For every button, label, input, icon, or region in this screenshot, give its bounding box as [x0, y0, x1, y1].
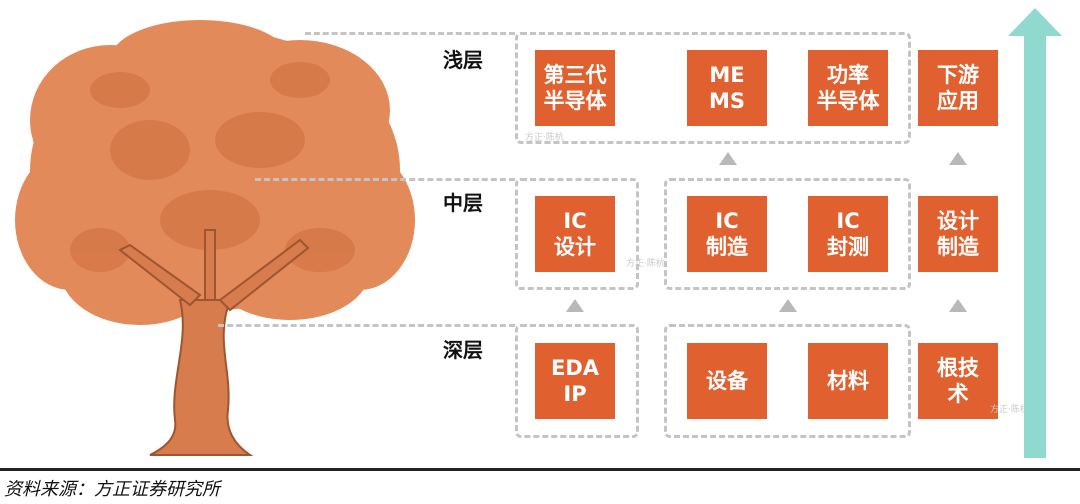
tree-trunk [118, 229, 310, 456]
box-third-gen-semiconductor: 第三代 半导体 [535, 50, 615, 126]
box-power-semiconductor: 功率 半导体 [808, 50, 888, 126]
up-arrow-downstream [949, 152, 967, 165]
up-arrow-ic-design [566, 299, 584, 312]
box-materials: 材料 [808, 343, 888, 419]
footer-rule [0, 468, 1080, 471]
up-arrow-ic-fab [779, 299, 797, 312]
tree-canopy-shading [70, 62, 355, 272]
box-downstream-application: 下游 应用 [918, 50, 998, 126]
layer-label-deep: 深层 [443, 338, 483, 362]
up-arrow-mems [719, 152, 737, 165]
box-design-manufacturing: 设计 制造 [918, 196, 998, 272]
watermark: 方正·陈杭 [525, 133, 564, 143]
deep-guide-line [218, 324, 515, 327]
box-ic-design: IC 设计 [535, 196, 615, 272]
shallow-guide-line [305, 32, 515, 35]
watermark: 方正·陈杭 [990, 405, 1029, 415]
middle-design-group [515, 178, 639, 290]
tree-illustration [15, 20, 415, 456]
teal-up-arrow-icon [1008, 8, 1062, 458]
shallow-group [515, 32, 911, 144]
deep-equipment-group [664, 324, 911, 438]
middle-guide-line [255, 178, 515, 181]
box-eda-ip: EDA IP [535, 343, 615, 419]
box-ic-manufacturing: IC 制造 [687, 196, 767, 272]
middle-fab-group [664, 178, 911, 290]
up-arrow-design-mfg [949, 299, 967, 312]
box-equipment: 设备 [687, 343, 767, 419]
box-root-technology: 根技 术 [918, 343, 998, 419]
box-mems: ME MS [687, 50, 767, 126]
layer-label-shallow: 浅层 [443, 48, 483, 72]
layer-label-middle: 中层 [443, 191, 483, 215]
watermark: 方正·陈杭 [626, 259, 665, 269]
deep-eda-group [515, 324, 639, 438]
source-note: 资料来源：方正证券研究所 [4, 479, 220, 500]
box-ic-packaging-testing: IC 封测 [808, 196, 888, 272]
